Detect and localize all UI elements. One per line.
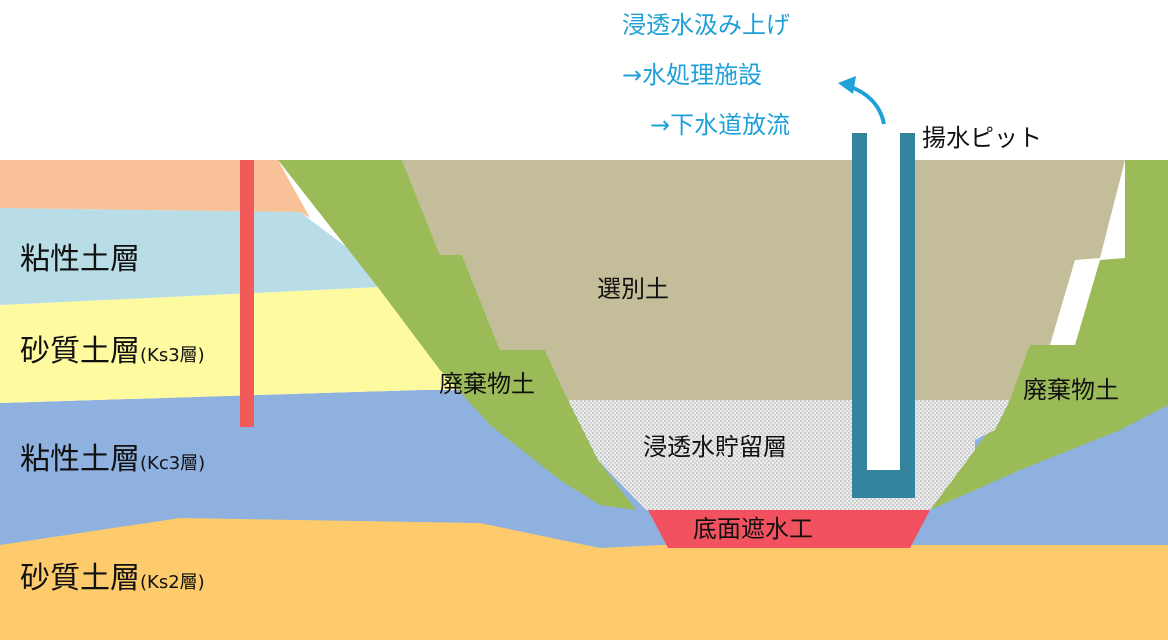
- selected-soil-fill: [402, 160, 1125, 400]
- sandy-ks2-label: 砂質土層(Ks2層): [20, 564, 205, 594]
- clay-kc3-sub-label: (Kc3層): [140, 453, 206, 474]
- waste-soil-left: [278, 160, 636, 510]
- water-flow-line3: →下水道放流: [650, 111, 791, 139]
- sandy-ks3-sub-label: (Ks3層): [140, 345, 205, 366]
- pumping-pit-label: 揚水ピット: [922, 124, 1042, 152]
- sandy-ks3-main-label: 砂質土層: [20, 334, 140, 369]
- arrow-head-icon: [838, 76, 856, 94]
- clay-kc3-label: 粘性土層(Kc3層): [20, 445, 205, 475]
- sandy-ks2-sub-label: (Ks2層): [140, 572, 205, 593]
- topsoil-layer: [0, 160, 310, 218]
- leachate-storage-label: 浸透水貯留層: [643, 433, 787, 461]
- clay-upper-layer: [0, 208, 390, 305]
- bottom-liner-label: 底面遮水工: [693, 515, 813, 543]
- curved-up-arrow-icon: [847, 84, 886, 125]
- water-flow-line1: 浸透水汲み上げ: [622, 11, 790, 39]
- clay-kc3-main-label: 粘性土層: [20, 442, 140, 477]
- water-flow-line2: →水処理施設: [622, 61, 763, 89]
- sandy-ks3-label: 砂質土層(Ks3層): [20, 337, 205, 367]
- sandy-ks3-layer: [0, 287, 460, 403]
- waste-soil-left-label: 廃棄物土: [439, 370, 535, 398]
- pit-inner: [867, 133, 900, 470]
- waste-soil-right-label: 廃棄物土: [1023, 376, 1119, 404]
- clay-upper-label: 粘性土層: [20, 242, 140, 277]
- pumping-pit: [852, 133, 915, 498]
- selected-soil-label: 選別土: [597, 275, 669, 303]
- sandy-ks2-main-label: 砂質土層: [20, 561, 140, 596]
- boring-bar: [240, 160, 254, 427]
- waste-soil-right: [930, 160, 1168, 510]
- bottom-liner: [648, 510, 930, 548]
